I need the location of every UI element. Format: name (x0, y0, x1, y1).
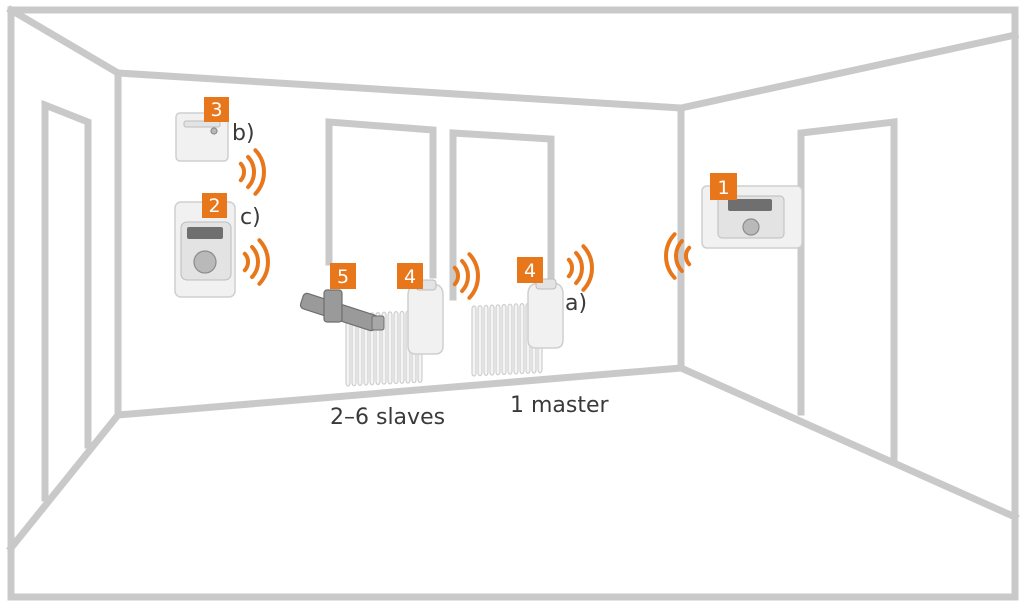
badge-2: 2 (202, 193, 227, 218)
radiator-fin (507, 303, 513, 375)
ceiling-edge-left (6, 5, 123, 78)
radio-wave-master (581, 244, 594, 292)
badge-4-master-box (517, 257, 543, 283)
radio-wave-sensor (253, 148, 266, 196)
radio-wave-thermostat (242, 251, 250, 273)
label-b: b) (232, 121, 255, 146)
window-left (325, 118, 437, 279)
window-right (449, 129, 555, 301)
radiator-fin (489, 304, 495, 376)
radio-wave-controller (684, 245, 692, 267)
radiator-fin (345, 313, 351, 387)
radio-wave-controller (664, 232, 677, 280)
badge-4-slave-box (397, 263, 423, 289)
label-a: a) (565, 291, 587, 316)
badge-4-master-text: 4 (524, 260, 536, 282)
room-sensor-device (175, 112, 229, 162)
label-c: c) (240, 205, 261, 230)
radio-wave-master (566, 257, 574, 279)
radio-wave-master (574, 251, 584, 285)
badge-4-slave: 4 (397, 263, 423, 289)
radio-wave-thermostat (250, 245, 260, 279)
door-right (797, 118, 898, 466)
badge-1-text: 1 (717, 177, 729, 199)
room-thermostat-device (174, 201, 236, 298)
badge-4-slave-text: 4 (404, 266, 416, 288)
badge-1-box (710, 173, 737, 200)
badge-1: 1 (710, 173, 737, 200)
radio-wave-sensor (246, 155, 256, 189)
radiator-fin (387, 311, 393, 385)
badge-5-box (330, 263, 356, 289)
radiator-fin (477, 305, 483, 377)
radio-wave-thermostat (257, 238, 270, 286)
radio-wave-controller (674, 239, 684, 273)
radiator-fin (513, 303, 519, 375)
radio-wave-slave (467, 252, 480, 300)
radiator-fin (501, 303, 507, 376)
floor-edge-left (6, 410, 123, 553)
outer-frame (7, 6, 1019, 601)
radiator-fin (483, 304, 489, 376)
badge-3-box (204, 97, 229, 122)
badge-2-box (202, 193, 227, 218)
radiator-fin (471, 305, 477, 377)
floor-edge-right (676, 363, 1020, 522)
radiator-fin (393, 311, 399, 385)
radiator-fin (495, 304, 501, 376)
label-master: 1 master (510, 393, 610, 418)
badge-5-text: 5 (337, 266, 349, 288)
badge-2-text: 2 (208, 195, 220, 217)
radiator-fin (519, 303, 525, 375)
ceiling-edge-right (676, 30, 1020, 113)
radiator-actuator-slave-device (407, 279, 444, 355)
badge-3-text: 3 (210, 99, 222, 121)
radio-wave-slave (452, 265, 460, 287)
radiator-fin (399, 310, 405, 384)
door-left (41, 99, 92, 502)
room-outline (6, 5, 1020, 601)
radio-wave-slave (460, 259, 470, 293)
radiator-actuator-master-device (527, 278, 564, 349)
central-controller-device (701, 185, 803, 249)
badge-3: 3 (204, 97, 229, 122)
label-slaves: 2–6 slaves (330, 405, 445, 430)
radio-waves (238, 148, 692, 300)
badge-4-master: 4 (517, 257, 543, 283)
radio-wave-sensor (238, 161, 246, 183)
radiator-valve-device (299, 289, 385, 332)
badge-5: 5 (330, 263, 356, 289)
